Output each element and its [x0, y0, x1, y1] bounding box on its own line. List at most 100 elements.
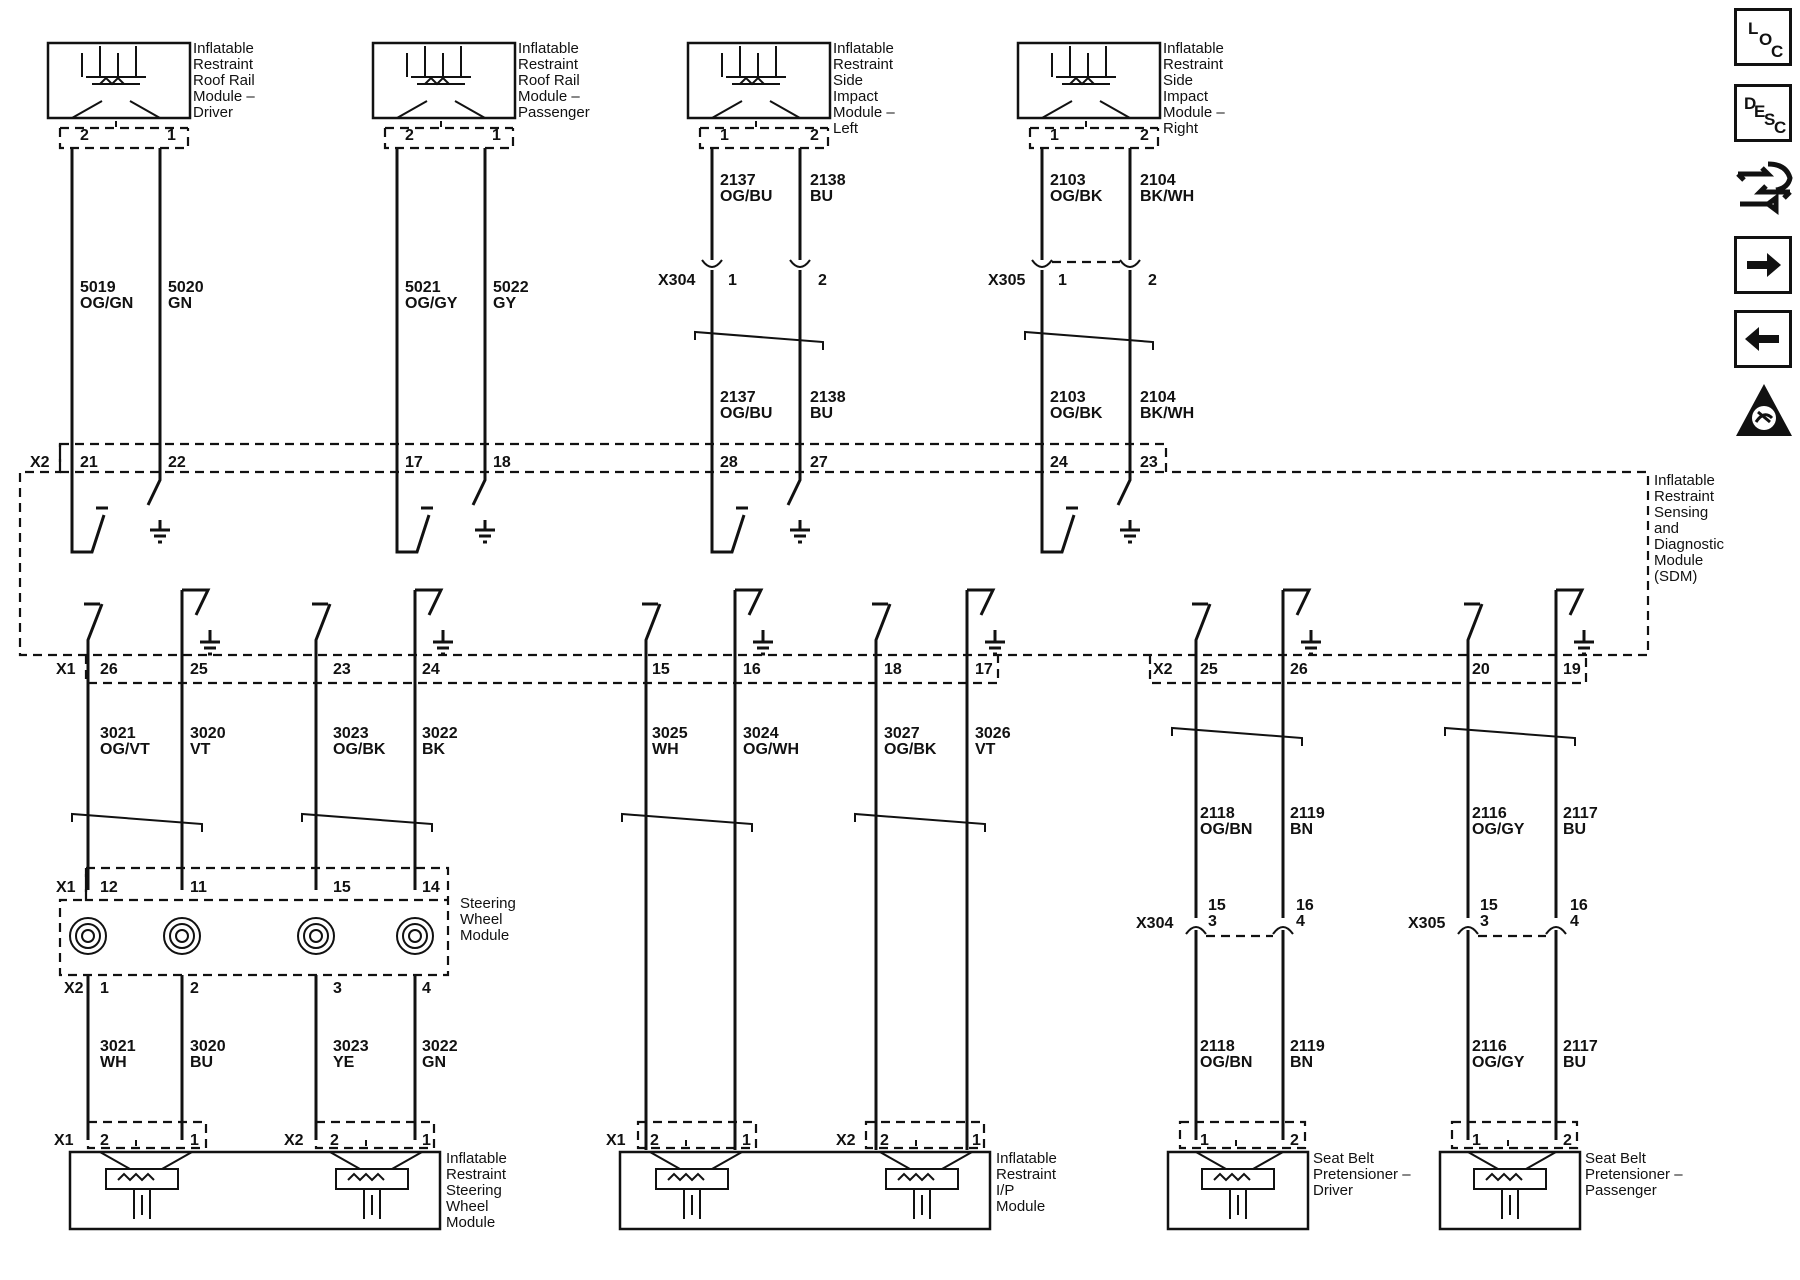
label-line: Wheel — [460, 911, 503, 928]
sdm-pin: 22 — [168, 454, 186, 471]
label-line: Module — [996, 1198, 1045, 1215]
next-arrow-icon[interactable] — [1734, 236, 1792, 294]
x305-pin: 3 — [1480, 913, 1489, 930]
label-line: Module – — [518, 88, 580, 105]
x304-pin: 16 — [1296, 897, 1314, 914]
sdm-pin: 28 — [720, 454, 738, 471]
wire-number: 3023 — [333, 725, 369, 742]
side-impact-right-label: Inflatable Restraint Side Impact Module … — [1163, 40, 1225, 137]
label-line: (SDM) — [1654, 568, 1697, 585]
wire-color: OG/GY — [405, 295, 458, 312]
wire-color: BN — [1290, 821, 1313, 838]
wire-number: 2116 — [1472, 1038, 1507, 1055]
wire-number: 2138 — [810, 172, 846, 189]
sdm-bottom-switches — [84, 588, 1594, 700]
swm-x1-connector: X1 — [56, 879, 76, 896]
label-line: Impact — [833, 88, 879, 105]
label-line: Roof Rail — [193, 72, 255, 89]
label-line: Inflatable — [996, 1150, 1057, 1167]
swm-pin: 4 — [422, 980, 431, 997]
desc-letter: D — [1744, 94, 1757, 113]
label-line: Inflatable — [518, 40, 579, 57]
sdm-top-switches — [70, 465, 1140, 554]
steering-wheel-airbag-module[interactable]: X1 2 1 X2 2 1 — [54, 1120, 442, 1231]
wire-color: OG/BU — [720, 188, 772, 205]
side-impact-right-module[interactable]: 1 2 — [1016, 41, 1162, 150]
rr-pass-pin-a: 2 — [405, 127, 414, 144]
loc-letter: L — [1748, 19, 1759, 38]
x305-pin: 1 — [1058, 272, 1067, 289]
label-line: Wheel — [446, 1198, 489, 1215]
connector-tool-icon[interactable] — [1734, 156, 1794, 216]
wire-color: GN — [422, 1054, 446, 1071]
sdm-pin: 21 — [80, 454, 98, 471]
label-line: Restraint — [446, 1166, 507, 1183]
middle-wire-labels: 3021 OG/VT 3020 VT 3023 OG/BK 3022 BK 30… — [100, 725, 1598, 838]
wire-number: 2119 — [1290, 805, 1325, 822]
airbag-pin: 1 — [422, 1132, 431, 1149]
label-line: Side — [833, 72, 863, 89]
description-icon[interactable]: D E S C — [1734, 84, 1792, 142]
steering-wheel-clockspring[interactable]: X1 12 11 15 14 X2 1 2 3 4 — [56, 866, 450, 997]
wire-number: 5020 — [168, 279, 204, 296]
roof-rail-passenger-module[interactable]: 2 1 — [371, 41, 517, 150]
wire-number: 3024 — [743, 725, 779, 742]
pretensioner-driver[interactable]: 1 2 — [1166, 1120, 1310, 1231]
side-impact-left-module[interactable]: 1 2 — [686, 41, 832, 150]
loc-letter: O — [1759, 30, 1773, 49]
label-line: Restraint — [518, 56, 579, 73]
warning-icon[interactable] — [1734, 382, 1794, 442]
ip-airbag-module[interactable]: X1 2 1 X2 2 1 — [606, 1120, 992, 1231]
coil — [69, 917, 434, 955]
sdm-pin: 26 — [100, 661, 118, 678]
sdm-pin: 17 — [975, 661, 993, 678]
wire-color: OG/GY — [1472, 1054, 1525, 1071]
sdm-pin: 18 — [493, 454, 511, 471]
si-left-pin-b: 2 — [810, 127, 819, 144]
wire-number: 2104 — [1140, 389, 1176, 406]
wire-number: 3023 — [333, 1038, 369, 1055]
x305-pin: 16 — [1570, 897, 1588, 914]
airbag-sw-x2-connector: X2 — [284, 1132, 304, 1149]
desc-letter: C — [1774, 118, 1787, 137]
wire-color: OG/VT — [100, 741, 150, 758]
wire-color: OG/BK — [1050, 188, 1103, 205]
label-line: Module — [446, 1214, 495, 1231]
label-line: Inflatable — [1163, 40, 1224, 57]
swm-pin: 1 — [100, 980, 109, 997]
sdm-pin: 17 — [405, 454, 423, 471]
wire-color: BN — [1290, 1054, 1313, 1071]
pretensioner-passenger[interactable]: 1 2 — [1438, 1120, 1582, 1231]
roof-rail-passenger-label: Inflatable Restraint Roof Rail Module – … — [518, 40, 590, 121]
wire-color: OG/GN — [80, 295, 133, 312]
previous-arrow-icon[interactable] — [1734, 310, 1792, 368]
wire-color: BK — [422, 741, 446, 758]
pt-pass-pin: 1 — [1472, 1132, 1481, 1149]
location-icon[interactable]: L O C — [1734, 8, 1792, 66]
wire-number: 2104 — [1140, 172, 1176, 189]
roof-rail-driver-module[interactable]: 2 1 — [46, 41, 192, 150]
label-line: Inflatable — [446, 1150, 507, 1167]
label-line: Impact — [1163, 88, 1209, 105]
wire-number: 2119 — [1290, 1038, 1325, 1055]
label-line: Inflatable — [193, 40, 254, 57]
wire-color: OG/BK — [884, 741, 937, 758]
wire-number: 2137 — [720, 172, 756, 189]
airbag-ip-x1-connector: X1 — [606, 1132, 626, 1149]
wire-number: 3026 — [975, 725, 1011, 742]
sdm-module[interactable]: X2 21 22 17 18 28 27 24 23 X1 26 25 23 2… — [18, 442, 1650, 700]
wire-number: 2103 — [1050, 172, 1086, 189]
wire-color: BU — [190, 1054, 213, 1071]
swm-x2-connector: X2 — [64, 980, 84, 997]
steering-wheel-airbag-label: Inflatable Restraint Steering Wheel Modu… — [446, 1150, 507, 1231]
wire-color: BU — [810, 188, 833, 205]
sdm-pin: 18 — [884, 661, 902, 678]
lower-wire-labels: 3021 WH 3020 BU 3023 YE 3022 GN 2118 OG/… — [100, 1038, 1598, 1071]
wire-number: 2118 — [1200, 1038, 1235, 1055]
label-line: Restraint — [996, 1166, 1057, 1183]
wire-number: 3021 — [100, 725, 136, 742]
label-line: Driver — [193, 104, 233, 121]
swm-pin: 12 — [100, 879, 118, 896]
label-line: Pretensioner – — [1585, 1166, 1683, 1183]
airbag-ip-x2-connector: X2 — [836, 1132, 856, 1149]
